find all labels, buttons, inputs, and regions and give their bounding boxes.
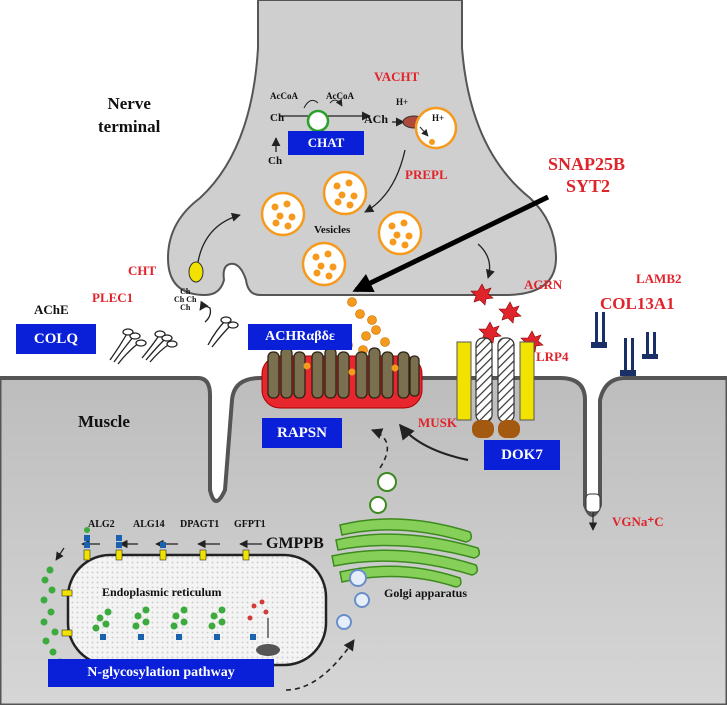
dok7-box: DOK7 — [484, 440, 560, 470]
vgna-label: VGNa⁺C — [612, 514, 664, 529]
vesicles-label: Vesicles — [314, 224, 351, 236]
achr-box: ACHRαβδε — [248, 324, 352, 350]
syt2-label: SYT2 — [566, 176, 611, 196]
alg14-label: ALG14 — [133, 519, 165, 530]
proton-left-label: H+ — [396, 97, 409, 107]
cht-label: CHT — [128, 263, 157, 278]
lamb2-label: LAMB2 — [636, 271, 682, 286]
proton-right-label: H+ — [432, 113, 445, 123]
golgi-label: Golgi apparatus — [384, 586, 468, 600]
agrn-label: AGRN — [524, 277, 563, 292]
gmppb-label: GMPPB — [266, 535, 324, 552]
plec1-label: PLEC1 — [92, 290, 134, 305]
laminin-anchors — [591, 312, 658, 376]
vgna-channel — [585, 493, 601, 531]
snap25b-arrow — [352, 194, 550, 293]
dpagt1-label: DPAGT1 — [180, 519, 220, 530]
ache-label: AChE — [34, 302, 69, 317]
muscle-label: Muscle — [78, 412, 130, 431]
vacht-label: VACHT — [374, 69, 420, 84]
accoa-left-label: AcCoA — [270, 91, 298, 101]
chat-box: CHAT — [288, 131, 364, 155]
golgi-apparatus — [331, 518, 481, 588]
filling-vesicle — [414, 106, 458, 150]
ach-label: ACh — [364, 112, 389, 126]
snap25b-label: SNAP25B — [548, 154, 626, 174]
musk-label: MUSK — [418, 415, 457, 430]
lrp4-label: LRP4 — [536, 349, 569, 364]
synaptic-vesicles — [260, 170, 423, 287]
musk-lrp4-complex — [456, 337, 535, 438]
prepl-label: PREPL — [405, 167, 448, 182]
choline-cluster-label: Ch Ch Ch Ch — [174, 287, 197, 312]
choline-top-label: Ch — [270, 112, 285, 124]
cht-transporter — [188, 261, 204, 283]
er-label: Endoplasmic reticulum — [102, 585, 222, 599]
alg2-label: ALG2 — [88, 519, 115, 530]
choline-bottom-label: Ch — [268, 155, 283, 167]
colq-collagen — [109, 316, 239, 365]
colq-box: COLQ — [16, 324, 96, 354]
n-glycosylation-box: N-glycosylation pathway — [48, 659, 274, 687]
rapsn-box: RAPSN — [262, 418, 342, 448]
nerve-terminal-label: Nerve terminal — [98, 94, 161, 136]
gfpt1-label: GFPT1 — [234, 519, 266, 530]
chat-enzyme — [306, 109, 330, 133]
col13a1-label: COL13A1 — [600, 294, 675, 313]
glycan-intermediates — [40, 527, 280, 666]
accoa-right-label: AcCoA — [326, 91, 354, 101]
achr-cluster — [267, 347, 420, 399]
